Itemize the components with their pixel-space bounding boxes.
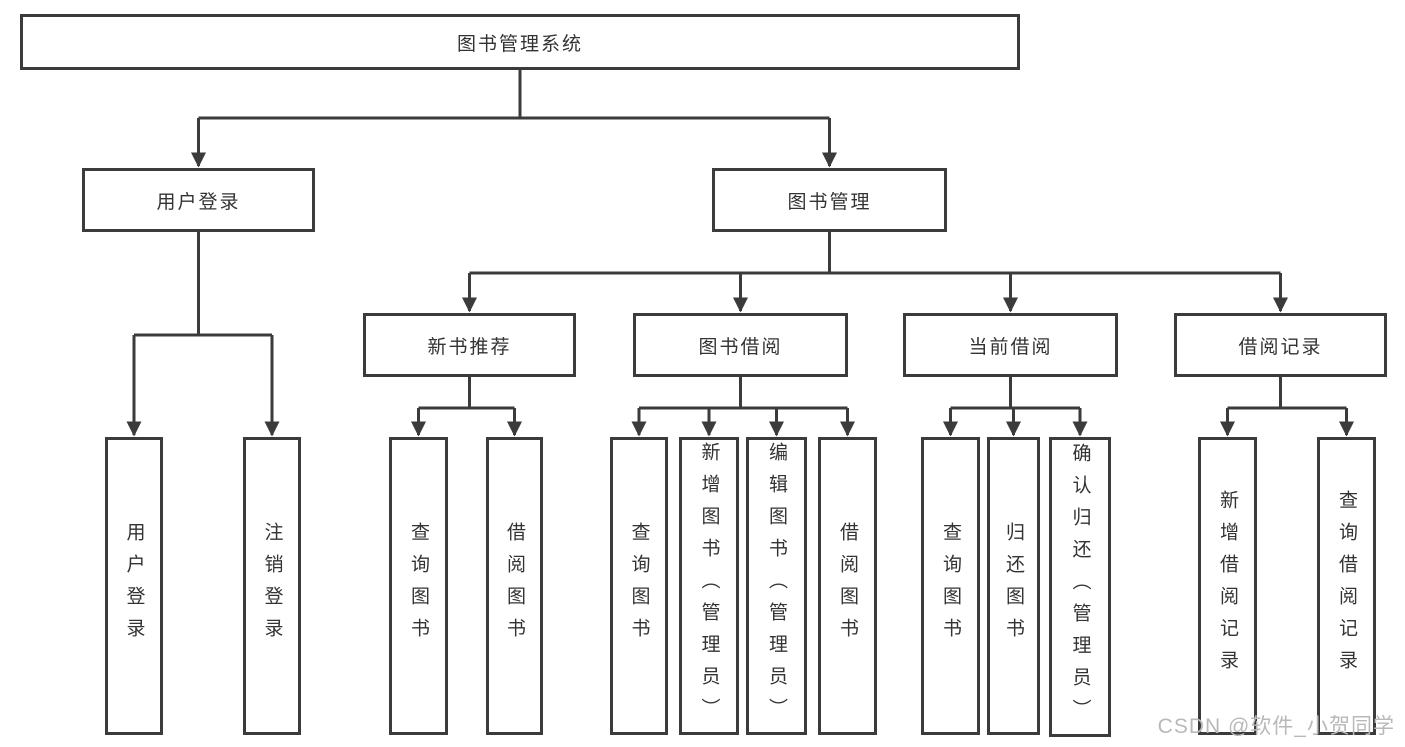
leaf-logout: 注销登录 bbox=[243, 437, 301, 735]
leaf-current-query-books-label: 查询图书 bbox=[940, 522, 961, 650]
leaf-add-books-admin-label: 新增图书（管理员） bbox=[698, 442, 720, 730]
connector-current-borrow-children bbox=[943, 377, 1088, 437]
leaf-confirm-return-admin: 确认归还（管理员） bbox=[1049, 437, 1111, 737]
leaf-return-books-label: 归还图书 bbox=[1003, 522, 1024, 650]
leaf-borrow-query-books: 查询图书 bbox=[610, 437, 668, 735]
connector-book-borrow-children bbox=[631, 377, 855, 437]
leaf-borrow-query-books-label: 查询图书 bbox=[628, 522, 650, 650]
leaf-query-borrow-record-label: 查询借阅记录 bbox=[1336, 490, 1357, 682]
connector-borrow-records-children bbox=[1220, 377, 1354, 437]
node-book-borrow: 图书借阅 bbox=[633, 313, 848, 377]
node-book-management: 图书管理 bbox=[712, 168, 947, 232]
node-root: 图书管理系统 bbox=[20, 14, 1020, 70]
leaf-logout-label: 注销登录 bbox=[261, 522, 283, 650]
leaf-return-books: 归还图书 bbox=[987, 437, 1040, 735]
leaf-borrow-books-label: 借阅图书 bbox=[837, 522, 858, 650]
leaf-add-borrow-record-label: 新增借阅记录 bbox=[1217, 490, 1238, 682]
connector-root-to-level2 bbox=[191, 70, 837, 168]
node-current-borrow-label: 当前借阅 bbox=[968, 336, 1053, 358]
node-user-login-label: 用户登录 bbox=[156, 191, 241, 213]
leaf-user-login: 用户登录 bbox=[105, 437, 163, 735]
leaf-recommend-query-books: 查询图书 bbox=[389, 437, 448, 735]
node-book-borrow-label: 图书借阅 bbox=[698, 336, 783, 358]
node-new-book-recommend-label: 新书推荐 bbox=[427, 336, 512, 358]
leaf-add-borrow-record: 新增借阅记录 bbox=[1198, 437, 1257, 735]
leaf-edit-books-admin-label: 编辑图书（管理员） bbox=[766, 442, 787, 730]
leaf-recommend-borrow-books-label: 借阅图书 bbox=[504, 522, 525, 650]
node-new-book-recommend: 新书推荐 bbox=[363, 313, 576, 377]
leaf-recommend-query-books-label: 查询图书 bbox=[408, 522, 429, 650]
leaf-edit-books-admin: 编辑图书（管理员） bbox=[746, 437, 807, 735]
connector-new-book-recommend-children bbox=[411, 377, 522, 437]
leaf-add-books-admin: 新增图书（管理员） bbox=[679, 437, 739, 735]
node-borrow-records-label: 借阅记录 bbox=[1238, 336, 1323, 358]
node-user-login: 用户登录 bbox=[82, 168, 315, 232]
connector-book-management-children bbox=[462, 232, 1288, 313]
node-current-borrow: 当前借阅 bbox=[903, 313, 1118, 377]
leaf-query-borrow-record: 查询借阅记录 bbox=[1317, 437, 1376, 735]
node-borrow-records: 借阅记录 bbox=[1174, 313, 1387, 377]
leaf-recommend-borrow-books: 借阅图书 bbox=[486, 437, 543, 735]
leaf-user-login-label: 用户登录 bbox=[123, 522, 145, 650]
leaf-confirm-return-admin-label: 确认归还（管理员） bbox=[1069, 443, 1091, 731]
node-book-management-label: 图书管理 bbox=[787, 191, 872, 213]
leaf-borrow-books: 借阅图书 bbox=[818, 437, 877, 735]
node-root-label: 图书管理系统 bbox=[456, 33, 583, 55]
watermark: CSDN @软件_小贺同学 bbox=[1157, 715, 1395, 738]
connector-user-login-children bbox=[126, 232, 280, 437]
leaf-current-query-books: 查询图书 bbox=[921, 437, 980, 735]
